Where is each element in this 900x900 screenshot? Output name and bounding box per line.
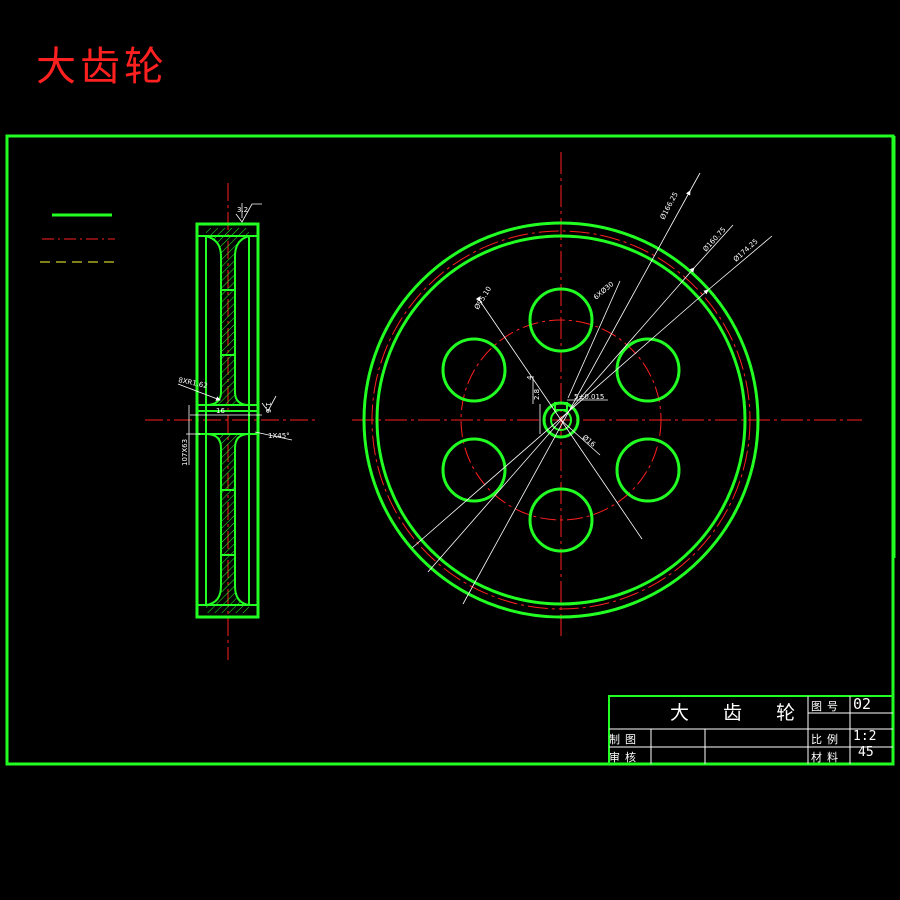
line-legend — [40, 213, 115, 263]
dim-tip-dia: Ø166.25 — [659, 191, 680, 221]
dim-bore: Ø16 — [581, 433, 598, 449]
checked-label: 审核 — [609, 751, 641, 764]
front-view: Ø166.25 Ø160.75 Ø174.25 6XØ30 Ø95.10 2.8… — [352, 152, 862, 640]
drawing-frame — [5, 134, 895, 766]
dim-root-dia: Ø174.25 — [732, 237, 760, 263]
dim-line-holes — [567, 280, 621, 399]
side-hub-bore — [196, 404, 259, 435]
dim-chamfer: 1X45° — [268, 432, 290, 440]
dim-hub-dia: 107X63 — [181, 439, 189, 466]
dim-keyway-width: 4 — [526, 375, 534, 380]
lightening-hole — [441, 337, 507, 403]
dim-hub-bore: 16 — [216, 407, 225, 415]
dim-pitch-dia: Ø160.75 — [702, 226, 728, 254]
lightening-hole — [615, 437, 681, 503]
dim-roughness-hub: 1.6 — [264, 402, 272, 414]
keyway — [554, 402, 568, 411]
page-title: 大齿轮 — [36, 44, 168, 90]
dim-line-pitch-ext — [693, 224, 734, 269]
dim-line-hole-circle — [475, 296, 562, 421]
side-view: 3.2 8XR1.62 16 1.6 1X45° 107X63 — [145, 183, 315, 660]
dim-leader — [254, 431, 293, 441]
roughness-symbol-icon — [235, 203, 262, 223]
title-block — [608, 695, 894, 765]
root-circle — [375, 234, 747, 606]
dim-line-hole-circle — [560, 419, 643, 540]
pitch-circle — [371, 230, 751, 610]
side-rim-hatch-top — [206, 228, 249, 236]
side-web-upper — [205, 235, 250, 406]
side-web-lower — [205, 433, 250, 606]
hole-pitch-circle — [460, 319, 662, 521]
dim-line-tip-dia — [462, 190, 691, 605]
scale-label: 比例 — [811, 733, 843, 746]
roughness-symbol-icon — [261, 395, 277, 412]
scale-value: 1:2 — [853, 729, 877, 744]
dim-line-root-ext — [707, 235, 773, 291]
tip-circle — [362, 221, 760, 619]
lightening-hole — [441, 437, 507, 503]
material-label: 材料 — [811, 751, 843, 764]
title-block-title: 大 齿 轮 — [670, 702, 810, 724]
title-block-frame — [608, 695, 894, 765]
dim-hole-circle: Ø95.10 — [473, 285, 493, 311]
drawing-no-value: 02 — [853, 695, 872, 713]
side-rim-hatch-bottom — [206, 605, 249, 613]
dim-line-tip-ext — [689, 172, 701, 192]
dim-keyway-depth: 2.8 — [533, 389, 541, 400]
dim-bore-tol: 5±0.015 — [574, 393, 604, 401]
lightening-hole — [528, 287, 594, 353]
dim-roughness-top: 3.2 — [237, 206, 248, 214]
lightening-hole — [615, 337, 681, 403]
dim-leader — [177, 383, 221, 401]
drawing-no-label: 图号 — [811, 700, 843, 713]
dim-fillet: 8XR1.62 — [178, 376, 209, 390]
lightening-hole — [528, 487, 594, 553]
dim-line-bore — [560, 419, 601, 456]
material-value: 45 — [858, 745, 874, 760]
drawn-label: 制图 — [609, 733, 641, 746]
